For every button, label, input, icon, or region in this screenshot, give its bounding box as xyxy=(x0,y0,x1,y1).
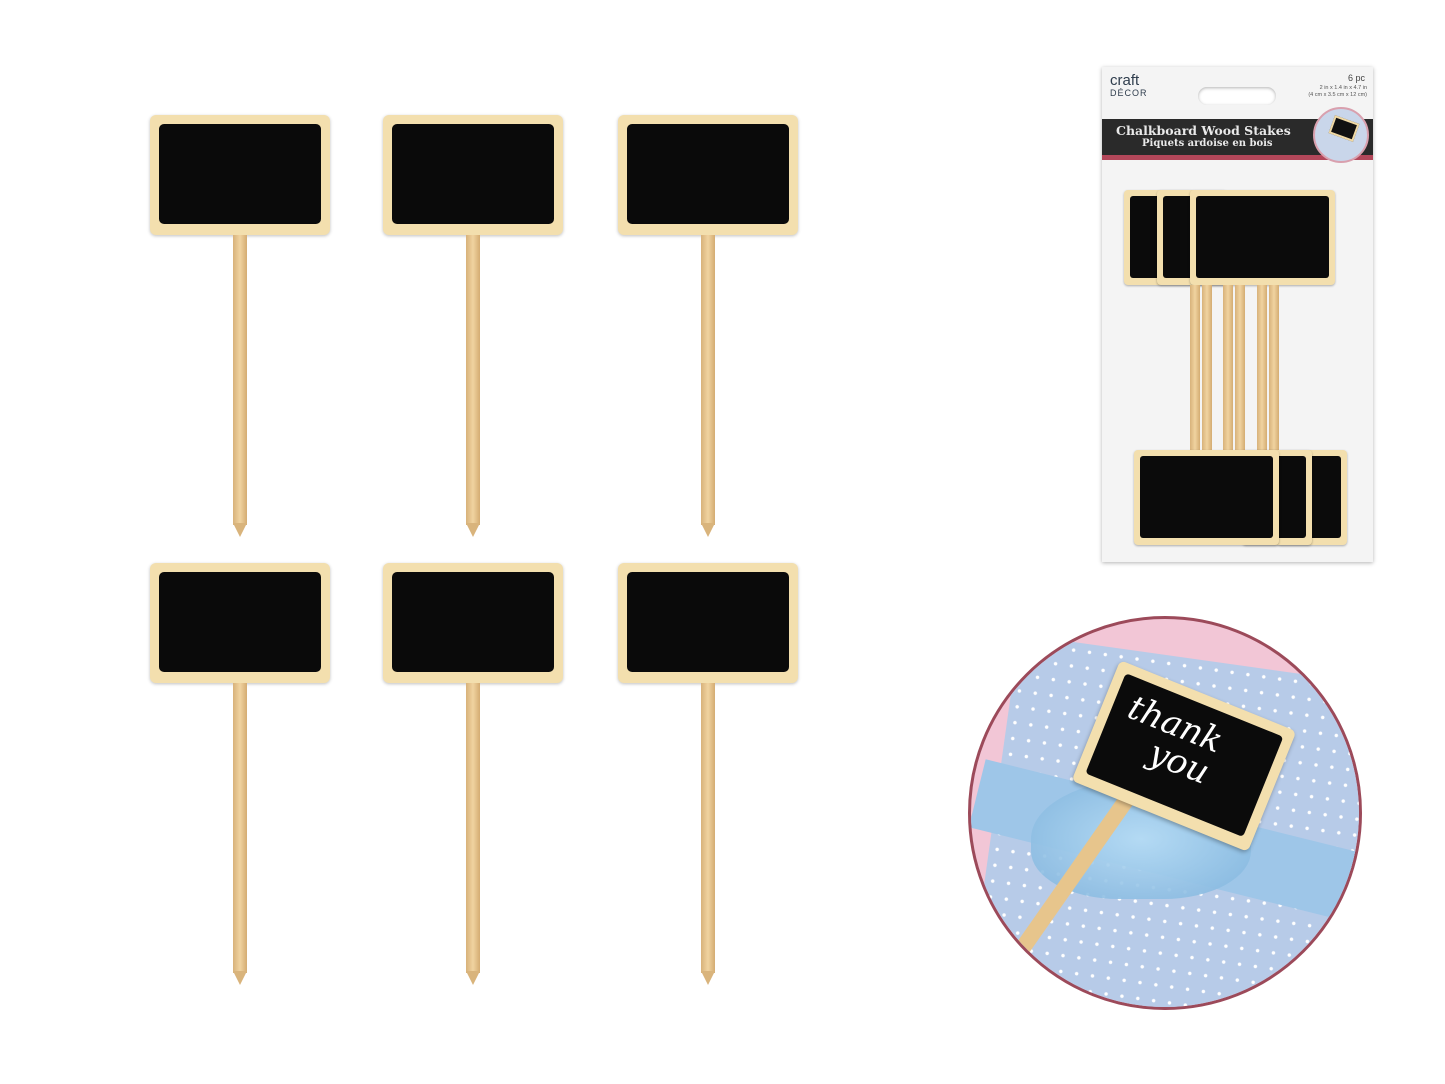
chalkboard-stake xyxy=(383,563,563,985)
packaged-board xyxy=(1190,190,1335,285)
chalkboard-stake xyxy=(618,115,798,537)
chalkboard-stake xyxy=(150,115,330,537)
dims-imperial: 2 in x 1.4 in x 4.7 in xyxy=(1319,85,1367,91)
packaged-board xyxy=(1134,450,1279,545)
title-en: Chalkboard Wood Stakes xyxy=(1116,123,1291,138)
title-fr: Piquets ardoise en bois xyxy=(1142,138,1273,149)
packaged-stick xyxy=(1235,285,1245,525)
packaged-stick xyxy=(1269,285,1279,525)
packaged-stick xyxy=(1190,285,1200,525)
packaged-stick xyxy=(1202,285,1212,525)
brand-sub: DÉCOR xyxy=(1110,88,1148,98)
package-thumbnail xyxy=(1313,107,1369,163)
packaged-stick xyxy=(1257,285,1267,525)
chalkboard-stake xyxy=(618,563,798,985)
dimensions: 2 in x 1.4 in x 4.7 in(4 cm x 3.5 cm x 1… xyxy=(1308,85,1367,99)
hang-hole xyxy=(1198,87,1276,105)
chalkboard-stake xyxy=(150,563,330,985)
brand-name: craft xyxy=(1110,72,1140,89)
chalkboard-stake xyxy=(383,115,563,537)
dims-metric: (4 cm x 3.5 cm x 12 cm) xyxy=(1308,92,1367,98)
piece-count: 6 pc xyxy=(1347,73,1365,83)
packaged-stick xyxy=(1223,285,1233,525)
